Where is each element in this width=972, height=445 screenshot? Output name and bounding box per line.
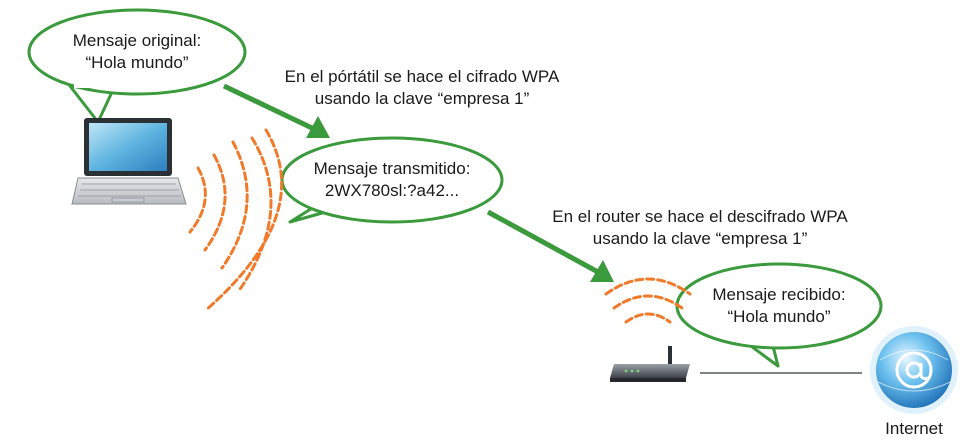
router-signal-icon: [604, 277, 692, 324]
bubble-received-line1: Mensaje recibido:: [712, 285, 846, 304]
bubble-transmitted-line1: Mensaje transmitido:: [313, 159, 471, 178]
step-laptop-encrypt-line2: usando la clave “empresa 1”: [314, 89, 530, 108]
arrow-encrypt: [222, 83, 330, 138]
router-icon: [610, 346, 690, 382]
step-router-decrypt-line1: En el router se hace el descifrado WPA: [552, 207, 848, 226]
bubble-original: [27, 8, 247, 124]
bubble-received-text: Mensaje recibido: “Hola mundo”: [689, 284, 869, 328]
bubble-original-line1: Mensaje original:: [72, 31, 202, 50]
arrow-decrypt: [486, 209, 614, 282]
internet-label: Internet: [885, 419, 943, 438]
bubble-received: [675, 262, 883, 368]
bubble-transmitted-text: Mensaje transmitido: 2WX780sl:?a42...: [292, 158, 492, 202]
laptop-icon: [71, 118, 187, 205]
bubble-original-line2: “Hola mundo”: [85, 53, 189, 72]
step-laptop-encrypt-line1: En el pórtátil se hace el cifrado WPA: [284, 67, 560, 86]
bubble-transmitted: [280, 136, 504, 224]
bubble-original-text: Mensaje original: “Hola mundo”: [37, 30, 237, 74]
bubble-received-line2: “Hola mundo”: [727, 307, 831, 326]
step-router-decrypt-line2: usando la clave “empresa 1”: [592, 229, 808, 248]
step-router-decrypt: En el router se hace el descifrado WPA u…: [510, 206, 890, 250]
wifi-signal-icon: [188, 128, 284, 312]
step-laptop-encrypt: En el pórtátil se hace el cifrado WPA us…: [232, 66, 612, 110]
bubble-transmitted-line2: 2WX780sl:?a42...: [324, 181, 460, 200]
internet-globe-icon: [870, 326, 958, 414]
